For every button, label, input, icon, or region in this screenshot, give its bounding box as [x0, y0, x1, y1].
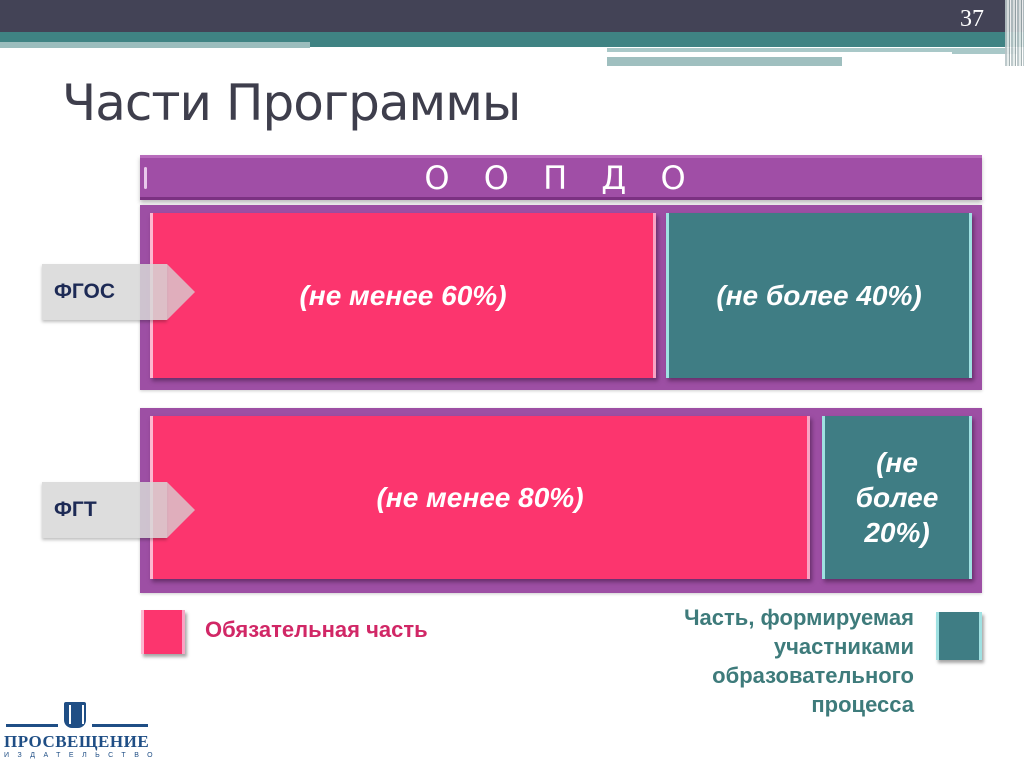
fgos-participants-label: (не более 40%)	[716, 279, 922, 311]
header-bar	[0, 0, 1024, 32]
legend-line: Часть, формируемая	[684, 605, 914, 630]
fgt-mandatory-block: (не менее 80%)	[150, 416, 810, 579]
legend-line: образовательного	[712, 663, 914, 688]
logo-line	[92, 724, 148, 727]
header-accent-line	[607, 57, 842, 66]
oop-do-bar: О О П Д О	[140, 155, 982, 200]
fgos-tag: ФГОС	[42, 264, 195, 320]
fgt-participants-label-line: более	[855, 482, 939, 513]
logo-line	[6, 724, 58, 727]
fgt-participants-label-line: (не	[876, 447, 918, 478]
header-accent-line	[607, 52, 952, 55]
legend-participants-label: Часть, формируемая участниками образоват…	[584, 603, 914, 719]
fgos-row: (не менее 60%) (не более 40%)	[140, 205, 982, 390]
header-stripes	[1005, 0, 1024, 66]
logo-name: ПРОСВЕЩЕНИЕ	[4, 732, 150, 751]
fgt-row: (не менее 80%) (не более 20%)	[140, 408, 982, 593]
fgt-participants-block: (не более 20%)	[822, 416, 972, 579]
legend-participants-swatch	[936, 612, 982, 660]
header-accent-line	[607, 48, 1017, 54]
fgos-mandatory-label: (не менее 60%)	[299, 279, 507, 311]
fgt-participants-label-line: 20%)	[864, 517, 930, 548]
legend-mandatory-swatch	[141, 610, 185, 654]
fgt-tag: ФГТ	[42, 482, 195, 538]
fgt-tag-label: ФГТ	[42, 482, 167, 538]
oop-do-label: О О П Д О	[424, 158, 698, 197]
publisher-logo: ПРОСВЕЩЕНИЕ ИЗДАТЕЛЬСТВО	[0, 700, 160, 767]
legend-line: процесса	[811, 692, 914, 717]
logo-shield-icon	[64, 702, 86, 728]
legend-mandatory-label: Обязательная часть	[205, 617, 428, 642]
slide-number: 37	[960, 6, 984, 32]
fgos-mandatory-block: (не менее 60%)	[150, 213, 656, 378]
logo-subtitle: ИЗДАТЕЛЬСТВО	[4, 752, 162, 759]
fgt-mandatory-label: (не менее 80%)	[376, 481, 584, 513]
header-accent-line	[0, 42, 310, 48]
arrow-right-icon	[167, 264, 195, 320]
arrow-right-icon	[167, 482, 195, 538]
fgos-participants-block: (не более 40%)	[666, 213, 972, 378]
fgos-tag-label: ФГОС	[42, 264, 167, 320]
slide-title: Части Программы	[62, 74, 521, 132]
legend-line: участниками	[773, 634, 914, 659]
